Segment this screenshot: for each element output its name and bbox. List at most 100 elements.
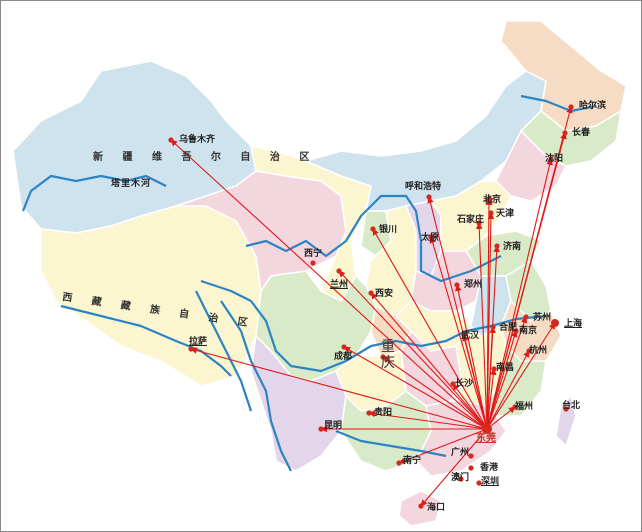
city-label-suzhou: 苏州 — [533, 313, 552, 323]
city-label-xining: 西宁 — [304, 249, 323, 259]
city-dot-xian — [368, 290, 374, 296]
route-to-hefei — [486, 326, 496, 430]
city-label-taiyuan: 太原 — [421, 233, 440, 243]
city-label-macau: 澳门 — [451, 473, 470, 483]
route-to-yinchuan — [372, 228, 488, 430]
city-label-hangzhou: 杭州 — [529, 346, 548, 356]
city-label-chongqing: 重庆 — [381, 339, 395, 371]
city-dot-zhengzhou — [454, 282, 460, 288]
city-dot-hefei — [490, 324, 496, 330]
tarim-river — [21, 174, 167, 212]
route-to-changchun — [486, 132, 567, 430]
city-dot-shenyang — [548, 156, 554, 162]
city-label-wuhan: 武汉 — [461, 331, 480, 341]
city-label-nanjing: 南京 — [519, 326, 538, 336]
route-to-lhasa — [190, 347, 488, 430]
city-dot-nanchang — [491, 366, 497, 372]
city-label-kunming: 昆明 — [324, 421, 343, 431]
route-to-zhengzhou — [454, 284, 488, 430]
city-dot-shanghai — [551, 319, 559, 327]
province-hainan — [398, 490, 442, 527]
city-label-beijing: 北京 — [483, 195, 502, 205]
city-label-hefei: 合肥 — [499, 323, 518, 333]
capital-star-icon — [483, 194, 495, 205]
city-dot-suzhou — [523, 314, 529, 320]
city-dot-chengdu — [341, 344, 347, 350]
city-label-guangzhou: 广州 — [451, 448, 470, 458]
route-to-tianjin — [486, 212, 495, 430]
route-to-changsha — [452, 383, 488, 430]
route-to-shanghai — [486, 322, 556, 430]
city-label-xian: 西安 — [375, 289, 394, 299]
city-label-taipei: 台北 — [562, 401, 581, 411]
city-label-shanghai: 上海 — [564, 319, 583, 329]
city-label-nanchang: 南昌 — [496, 363, 515, 373]
route-to-taiyuan — [429, 236, 488, 430]
city-label-fuzhou: 福州 — [515, 402, 534, 412]
route-to-hangzhou — [486, 350, 530, 430]
route-to-nanjing — [486, 330, 518, 430]
city-label-tianjin: 天津 — [496, 209, 515, 219]
route-to-suzhou — [486, 316, 528, 430]
city-dot-fuzhou — [512, 404, 518, 410]
city-label-lanzhou: 兰州 — [330, 280, 349, 290]
city-dot-urumqi — [168, 137, 174, 143]
city-dot-wuhan — [461, 332, 467, 338]
city-dot-taipei — [563, 406, 569, 412]
route-to-nanchang — [486, 368, 497, 430]
city-dot-kunming — [318, 426, 324, 432]
city-dot-nanjing — [513, 328, 519, 334]
city-dot-hohhot — [426, 194, 432, 200]
city-label-chengdu: 成都 — [334, 352, 353, 362]
city-dot-nanning — [396, 460, 402, 466]
pearl-river — [335, 429, 447, 458]
city-label-shijiazhuang: 石家庄 — [457, 215, 485, 225]
city-label-nanning: 南宁 — [403, 456, 422, 466]
city-label-hongkong: 香港 — [480, 463, 499, 473]
city-dot-chongqing — [380, 354, 386, 360]
route-to-shenyang — [486, 158, 553, 430]
route-to-guiyang — [368, 410, 488, 430]
mekong-river — [220, 300, 292, 472]
city-label-zhengzhou: 郑州 — [464, 280, 483, 290]
city-label-jinan: 济南 — [503, 242, 522, 252]
city-dot-shenzhen — [476, 480, 482, 486]
route-to-haikou — [420, 428, 488, 507]
river-label-tarim: 塔里木河 — [111, 179, 152, 189]
yangtze-river — [200, 279, 547, 373]
city-dot-changchun — [562, 130, 568, 136]
brahmaputra-river — [60, 304, 232, 377]
city-dot-changsha — [450, 381, 456, 387]
songhua-river — [520, 94, 597, 113]
city-label-dongguan: 东莞 — [476, 433, 496, 444]
city-dot-hongkong — [468, 465, 474, 471]
city-dot-tianjin — [488, 210, 494, 216]
city-dot-taiyuan — [428, 234, 434, 240]
city-dot-guiyang — [366, 410, 372, 416]
city-label-hohhot: 呼和浩特 — [405, 182, 442, 192]
city-label-shenyang: 沈阳 — [545, 154, 564, 164]
city-dot-harbin — [568, 104, 574, 110]
city-label-urumqi: 乌鲁木齐 — [179, 135, 216, 145]
city-label-changsha: 长沙 — [455, 379, 474, 389]
route-to-fuzhou — [486, 406, 516, 430]
yellow-river — [245, 194, 502, 283]
city-dot-dongguan — [482, 424, 492, 434]
route-to-lanzhou — [338, 270, 488, 430]
city-label-guiyang: 贵阳 — [374, 408, 393, 418]
city-dot-macau — [458, 476, 464, 482]
city-label-yinchuan: 银川 — [379, 225, 398, 235]
city-dot-guangzhou — [468, 453, 474, 459]
province-taiwan — [555, 394, 577, 448]
route-to-urumqi — [170, 139, 488, 430]
city-dot-yinchuan — [370, 226, 376, 232]
route-to-xian — [370, 292, 488, 430]
city-label-haikou: 海口 — [427, 503, 446, 513]
city-label-shenzhen: 深圳 — [481, 477, 500, 487]
city-dot-hangzhou — [526, 348, 532, 354]
route-to-chongqing — [382, 356, 488, 430]
city-dot-haikou — [418, 503, 424, 509]
region-label-xinjiang: 新 疆 维 吾 尔 自 治 区 — [93, 152, 318, 163]
